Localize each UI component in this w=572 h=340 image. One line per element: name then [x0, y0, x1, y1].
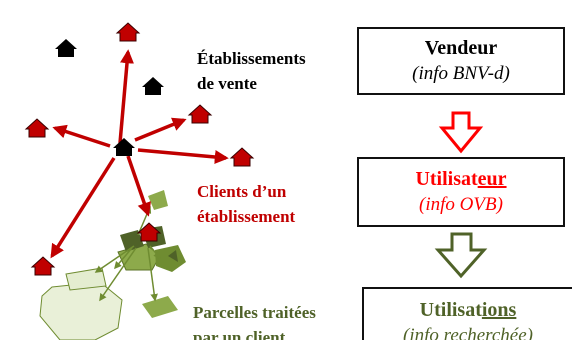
house-icon [230, 147, 254, 167]
house-icon [55, 39, 77, 57]
house-icon [25, 118, 49, 138]
utilisations-box: Utilisations (info recherchée) [362, 287, 572, 340]
house-icon [31, 256, 55, 276]
utilisateur-box: Utilisateur (info OVB) [357, 157, 565, 227]
utilisateur-subtitle: (info OVB) [419, 194, 503, 215]
utilisations-title: Utilisations [364, 297, 572, 323]
parcel-arrows [94, 205, 161, 302]
parcels-label-line1: Parcelles traitées [193, 303, 316, 322]
parcel-light-large [39, 281, 123, 340]
house-icon [142, 77, 164, 95]
establishments [55, 39, 164, 156]
vendeur-subtitle: (info BNV-d) [412, 63, 510, 84]
establishments-label: Établissements de vente [197, 46, 306, 96]
vendeur-title-text: Vendeur [424, 37, 498, 59]
utilisations-title-text: Utilisat [419, 299, 482, 321]
parcels-label-line2: par un client [193, 328, 286, 340]
utilisations-subtitle: (info recherchée) [403, 325, 533, 340]
clients-label: Clients d’un établissement [197, 179, 295, 229]
house-icon [188, 104, 212, 124]
house-icon [116, 22, 140, 42]
client-arrows [50, 49, 229, 259]
establishments-label-line1: Établissements [197, 49, 306, 68]
parcel-dark-1 [120, 230, 144, 252]
utilisateur-title-text: Utilisat [415, 168, 478, 190]
parcels-label: Parcelles traitées par un client [193, 300, 316, 340]
clients-label-line1: Clients d’un [197, 182, 287, 201]
clients-label-line2: établissement [197, 207, 296, 226]
utilisateur-title: Utilisateur [359, 166, 563, 192]
vendeur-box: Vendeur (info BNV-d) [357, 27, 565, 95]
parcel-right-low [142, 296, 178, 318]
parcel-left-small [168, 250, 178, 262]
parcel-top [148, 190, 168, 210]
utilisateur-title-suffix: eur [477, 168, 507, 190]
vendeur-title: Vendeur [359, 35, 563, 61]
red-flow-arrow [438, 111, 484, 154]
green-flow-arrow [434, 232, 488, 279]
parcel-light-small [65, 267, 107, 291]
house-icon [113, 138, 135, 156]
establishments-label-line2: de vente [197, 74, 257, 93]
parcels [39, 190, 186, 340]
utilisations-title-suffix: ions [481, 299, 517, 321]
parcel-right [155, 245, 186, 272]
